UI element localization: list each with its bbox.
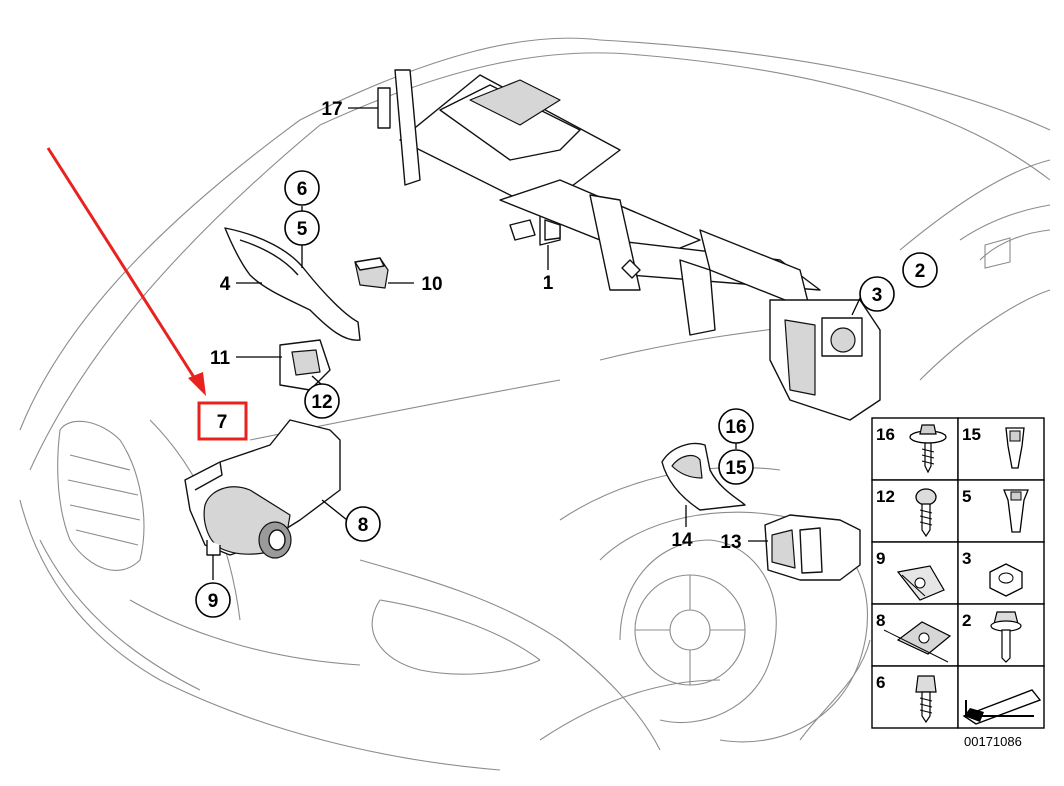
screw-12-icon [915,488,937,538]
callout-13: 13 [720,532,741,553]
part-dashboard-carrier [394,69,881,421]
callout-16: 16 [725,417,746,438]
callout-9: 9 [208,591,219,612]
part-duct-13 [764,514,861,581]
callout-8: 8 [358,515,369,536]
hex-nut-icon [989,563,1023,597]
fastener-label-9: 9 [876,549,885,568]
callout-6: 6 [297,179,308,200]
part-bracket-17 [377,87,391,129]
callout-1: 1 [543,273,554,294]
bolt-6-icon [915,675,937,724]
leader-lines [212,107,863,580]
fastener-table: 16 15 12 5 9 3 8 2 6 [871,417,1045,729]
spring-nut-icon [896,565,945,601]
fastener-label-12: 12 [876,487,895,506]
highlight-arrow [46,147,206,396]
clip-8-icon [883,621,952,663]
callout-7: 7 [217,412,228,433]
callout-14: 14 [671,530,693,551]
fastener-label-5: 5 [962,487,971,506]
part-bracket-10 [354,257,389,289]
screw-with-washer-icon [909,424,947,474]
callout-5: 5 [297,219,308,240]
fastener-label-16: 16 [876,425,895,444]
callout-15: 15 [725,458,747,479]
callout-10: 10 [421,274,442,295]
highlight-box [197,401,248,441]
fastener-label-6: 6 [876,673,885,692]
callout-17: 17 [321,99,342,120]
fastener-label-15: 15 [962,425,981,444]
car-body-outline [19,37,1051,771]
callout-11: 11 [210,348,231,369]
callout-2: 2 [915,261,926,282]
callout-bubbles [195,170,938,618]
callout-12: 12 [311,392,332,413]
part-horn-cover-7 [184,419,341,559]
callout-4: 4 [220,274,231,295]
callout-3: 3 [872,285,883,306]
page-reference-arrow-icon [962,689,1042,725]
fastener-label-3: 3 [962,549,971,568]
fastener-label-8: 8 [876,611,885,630]
fastener-label-2: 2 [962,611,971,630]
expanding-nut-icon [1003,489,1029,533]
clip-nut-icon [1005,427,1025,469]
bolt-with-washer-icon [990,611,1022,663]
part-shield-14 [661,442,746,511]
part-cover-4 [224,227,361,341]
document-number: 00171086 [964,734,1022,749]
part-bracket-11 [279,339,331,391]
